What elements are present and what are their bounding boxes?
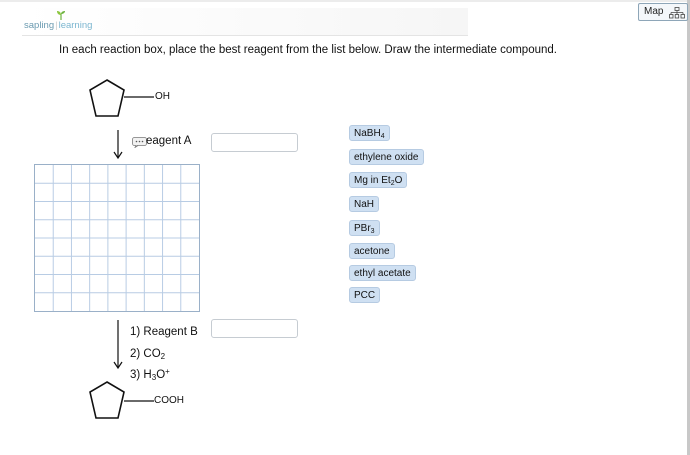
map-button-label: Map: [644, 6, 664, 17]
logo-text-learning: learning: [58, 20, 93, 31]
map-button[interactable]: Map: [638, 3, 688, 21]
reaction-arrow-a: [113, 130, 123, 160]
reaction-arrow-b: [113, 320, 123, 370]
top-edge: [0, 0, 690, 2]
reagent-a-label: eagent A: [146, 135, 192, 147]
sitemap-icon: [669, 7, 685, 19]
cyclopentanecarboxylic-acid-structure: [89, 381, 154, 419]
reagent-chip-acetone[interactable]: acetone: [349, 243, 395, 259]
starting-material-substituent: OH: [155, 91, 170, 102]
intermediate-drawing-canvas[interactable]: [34, 164, 200, 312]
reagent-chip-nah[interactable]: NaH: [349, 196, 380, 212]
window-right-border: [687, 0, 690, 455]
reagent-chip-pbr3[interactable]: PBr3: [349, 220, 380, 236]
comment-bubble-icon[interactable]: [132, 137, 147, 148]
logo-separator: |: [55, 20, 58, 31]
reagent-chip-ethylene-oxide[interactable]: ethylene oxide: [349, 149, 424, 165]
reagent-chip-mg-in-et2o[interactable]: Mg in Et2O: [349, 172, 408, 188]
drawing-grid-lines: [35, 165, 199, 311]
reagent-chip-nabh4[interactable]: NaBH4: [349, 125, 390, 141]
logo-text-sapling: sapling: [24, 20, 55, 31]
cyclopentanol-structure: [89, 79, 154, 117]
reagent-a-drop-box[interactable]: [211, 133, 298, 152]
sapling-learning-logo: sapling|learning: [24, 20, 92, 31]
logo-bar: sapling|learning: [22, 8, 468, 36]
reagent-chip-pcc[interactable]: PCC: [349, 287, 381, 303]
step-3: 3) H3O+: [130, 367, 170, 382]
reagent-b-drop-box[interactable]: [211, 319, 298, 338]
sprout-icon: [57, 11, 65, 20]
reaction-b-conditions: 1) Reagent B 2) CO2 3) H3O+: [130, 321, 198, 386]
step-1: 1) Reagent B: [130, 326, 198, 338]
step-2: 2) CO2: [130, 347, 166, 361]
question-instructions: In each reaction box, place the best rea…: [59, 44, 557, 56]
reagent-chip-ethyl-acetate[interactable]: ethyl acetate: [349, 265, 416, 281]
product-substituent: COOH: [154, 395, 184, 406]
